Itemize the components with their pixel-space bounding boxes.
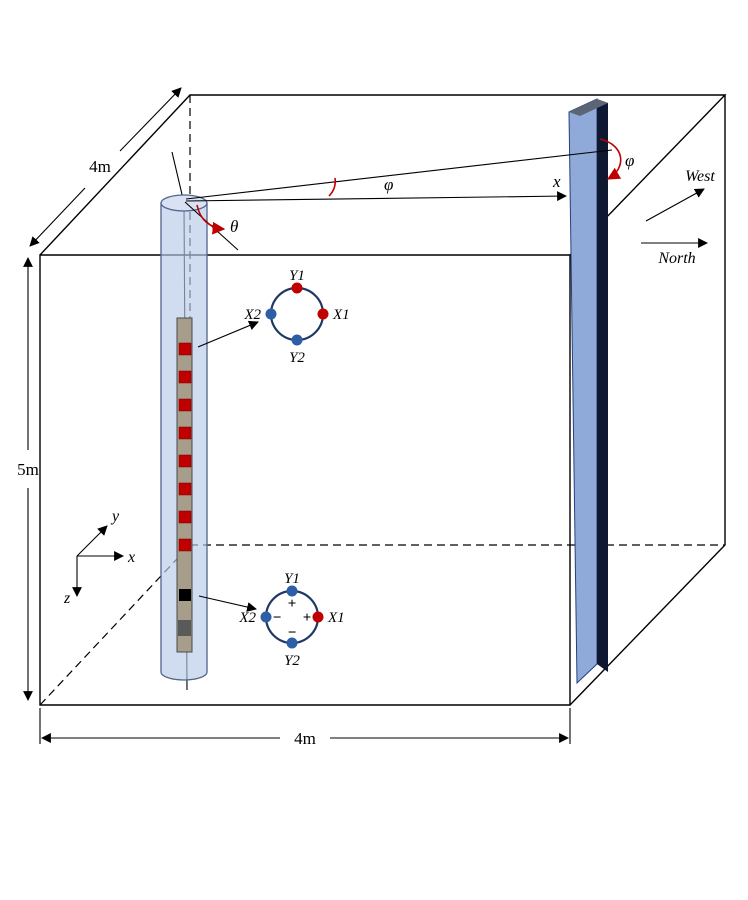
dimension-top-line (119, 87, 182, 152)
sensor-red-square (178, 426, 192, 440)
lower-ring-pointer (198, 595, 257, 612)
upper-x1-label: X1 (332, 307, 350, 323)
upper-ring-pointer (197, 320, 259, 348)
lower-sensor-ring: Y1 X1 X2 Y2 + − + − (198, 571, 345, 669)
measurement-panel (568, 98, 608, 685)
panel-top-cap (569, 99, 608, 116)
phi-mid-label: φ (384, 175, 393, 194)
sensor-red-square (178, 342, 192, 356)
x-sight-line (185, 191, 567, 202)
lower-y2-label: Y2 (284, 653, 300, 669)
dimension-bottom: 4m (39, 708, 571, 748)
panel-face (568, 98, 598, 685)
lower-x1-label: X1 (327, 610, 345, 626)
theta-label: θ (230, 217, 238, 236)
local-axes: y x z (63, 508, 135, 607)
sensor-red-square (178, 454, 192, 468)
lower-plus-top: + (288, 596, 297, 612)
dimension-top: 4m (29, 87, 182, 247)
lower-y1-label: Y1 (284, 571, 300, 587)
sensor-red-square (178, 538, 192, 552)
lower-x1-dot (312, 611, 324, 623)
lower-y1-dot (286, 585, 298, 597)
dimension-top-line (29, 187, 86, 247)
lower-x2-label: X2 (238, 610, 256, 626)
axis-y-arrow (76, 525, 108, 557)
cube-solid-edges (39, 94, 727, 706)
dimension-left: 5m (17, 257, 39, 701)
lower-minus-left: − (273, 610, 282, 626)
sensor-red-square (178, 398, 192, 412)
dimension-left-label: 5m (17, 460, 39, 479)
angle-construction: x φ φ θ (184, 138, 634, 251)
sensor-red-square (178, 482, 192, 496)
x-line-label: x (552, 172, 561, 191)
upper-y2-dot (291, 334, 303, 346)
upper-x2-dot (265, 308, 277, 320)
west-label: West (685, 168, 715, 185)
upper-y1-dot (291, 282, 303, 294)
dimension-bottom-label: 4m (294, 729, 316, 748)
lower-x2-dot (260, 611, 272, 623)
west-arrow (645, 188, 705, 222)
axis-y-label: y (110, 508, 120, 525)
sensor-red-square (178, 370, 192, 384)
upper-y1-label: Y1 (289, 268, 305, 284)
upper-ring-circle (269, 286, 325, 342)
sensor-gray-segment (178, 620, 191, 636)
phi-mid-arc (328, 177, 337, 197)
axis-z-label: z (63, 590, 71, 607)
upper-x1-dot (317, 308, 329, 320)
theta-arc (196, 204, 226, 235)
lower-minus-bottom: − (288, 625, 297, 641)
sensor-rod (176, 317, 193, 653)
compass: West North (641, 168, 715, 267)
upper-y2-label: Y2 (289, 350, 305, 366)
sensor-black-square (179, 589, 191, 601)
upper-sensor-ring: Y1 X1 X2 Y2 (197, 268, 350, 366)
sensor-red-square (178, 510, 192, 524)
lower-y2-dot (286, 637, 298, 649)
cube-hidden-edges (39, 95, 725, 706)
north-label: North (657, 250, 695, 267)
panel-dark-edge (597, 99, 608, 672)
upper-x2-label: X2 (243, 307, 261, 323)
lower-plus-right: + (303, 610, 312, 626)
cylinder-top (160, 194, 208, 212)
inclined-sight-line (185, 149, 613, 200)
phi-right-label: φ (625, 151, 634, 170)
dimension-top-label: 4m (89, 157, 111, 176)
axis-x-label: x (127, 549, 135, 566)
phi-right-arc (599, 138, 622, 180)
